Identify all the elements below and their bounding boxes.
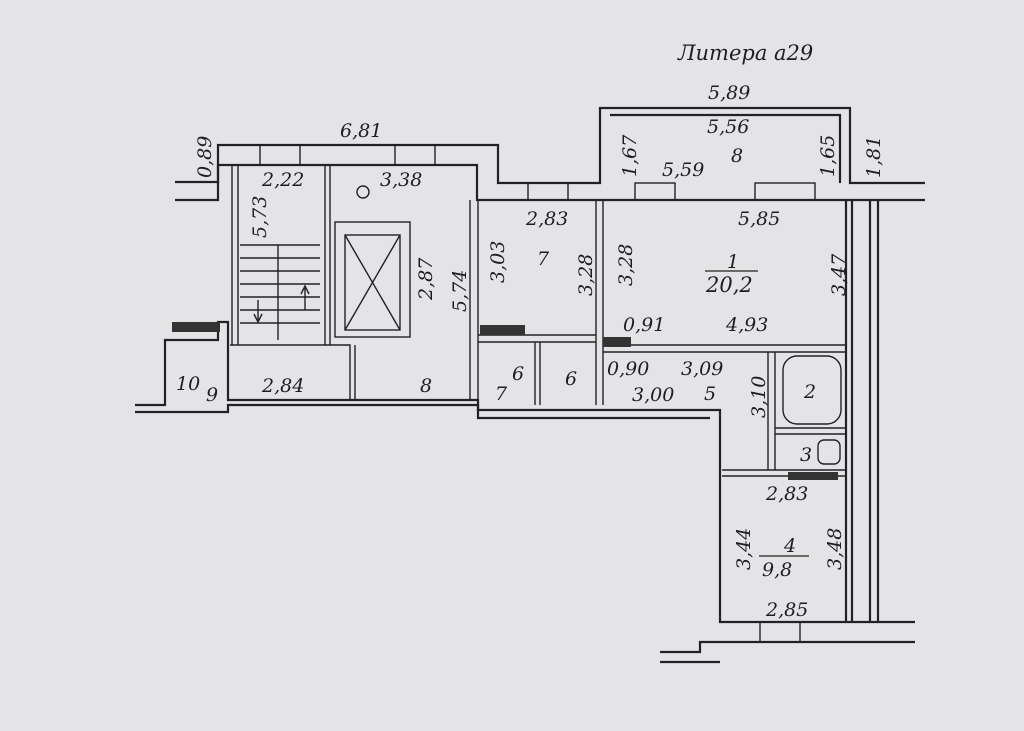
dimension-labels: 5,89 5,56 1,67 1,65 1,81 5,59 6,81 0,89 …: [194, 82, 885, 621]
dim-3-28-right: 3,28: [615, 244, 637, 286]
interior-walls: [172, 144, 846, 643]
dim-1-67: 1,67: [619, 134, 641, 177]
dim-3-10: 3,10: [748, 376, 770, 418]
room-7-label: 7: [537, 248, 550, 270]
dim-3-09: 3,09: [681, 358, 723, 380]
dim-0-90: 0,90: [607, 358, 649, 380]
dim-3-47: 3,47: [828, 253, 850, 296]
room-4-area: 9,8: [762, 559, 792, 581]
room-9-label: 9: [206, 384, 218, 406]
dim-5-73: 5,73: [249, 196, 271, 238]
room-5-label: 5: [704, 383, 716, 405]
room-6-duplicate-label: 6: [512, 363, 524, 385]
dim-3-00: 3,00: [632, 384, 674, 406]
room-8-corridor-label: 8: [420, 375, 432, 397]
elevator-symbol-icon: [356, 185, 370, 199]
dim-3-38: 3,38: [380, 169, 422, 191]
dim-1-81: 1,81: [863, 136, 885, 178]
dim-2-84: 2,84: [261, 375, 304, 397]
dim-2-83-room4: 2,83: [765, 483, 808, 505]
room-3-label: 3: [800, 444, 812, 466]
dim-6-81: 6,81: [340, 120, 382, 142]
room-1-number: 1: [727, 251, 739, 273]
dim-0-89: 0,89: [194, 136, 216, 178]
room-labels: 8 7 1 20,2 6 6 5 2 3 4 9,8 8 7 9 10: [176, 145, 816, 581]
room-7-corridor-label: 7: [495, 383, 508, 405]
stair-up-arrow-icon: [300, 284, 310, 310]
room-2-label: 2: [803, 381, 816, 403]
dim-3-28-left: 3,28: [575, 254, 597, 296]
stair-down-arrow-icon: [253, 300, 263, 324]
dim-3-44: 3,44: [733, 528, 755, 570]
symbol-marks: [253, 185, 370, 324]
dim-5-89: 5,89: [708, 82, 750, 104]
dim-3-03: 3,03: [487, 241, 509, 283]
room-8-balcony-label: 8: [731, 145, 743, 167]
dim-5-56: 5,56: [707, 116, 749, 138]
room-6-label: 6: [565, 368, 577, 390]
dim-5-85: 5,85: [738, 208, 780, 230]
room-10-label: 10: [176, 373, 200, 395]
dim-4-93: 4,93: [725, 314, 768, 336]
dim-1-65: 1,65: [817, 135, 839, 177]
dim-2-87: 2,87: [415, 257, 437, 301]
dim-5-74: 5,74: [449, 270, 471, 312]
dim-0-91: 0,91: [623, 314, 665, 336]
dim-2-83-room7: 2,83: [525, 208, 568, 230]
room-4-number: 4: [783, 535, 796, 557]
room-1-area: 20,2: [705, 273, 753, 297]
exterior-walls: [135, 106, 925, 664]
dim-5-59: 5,59: [662, 159, 704, 181]
dim-3-48: 3,48: [824, 528, 846, 570]
title-label: Литера а29: [677, 41, 813, 65]
dim-2-85: 2,85: [765, 599, 808, 621]
dim-2-22: 2,22: [261, 169, 304, 191]
